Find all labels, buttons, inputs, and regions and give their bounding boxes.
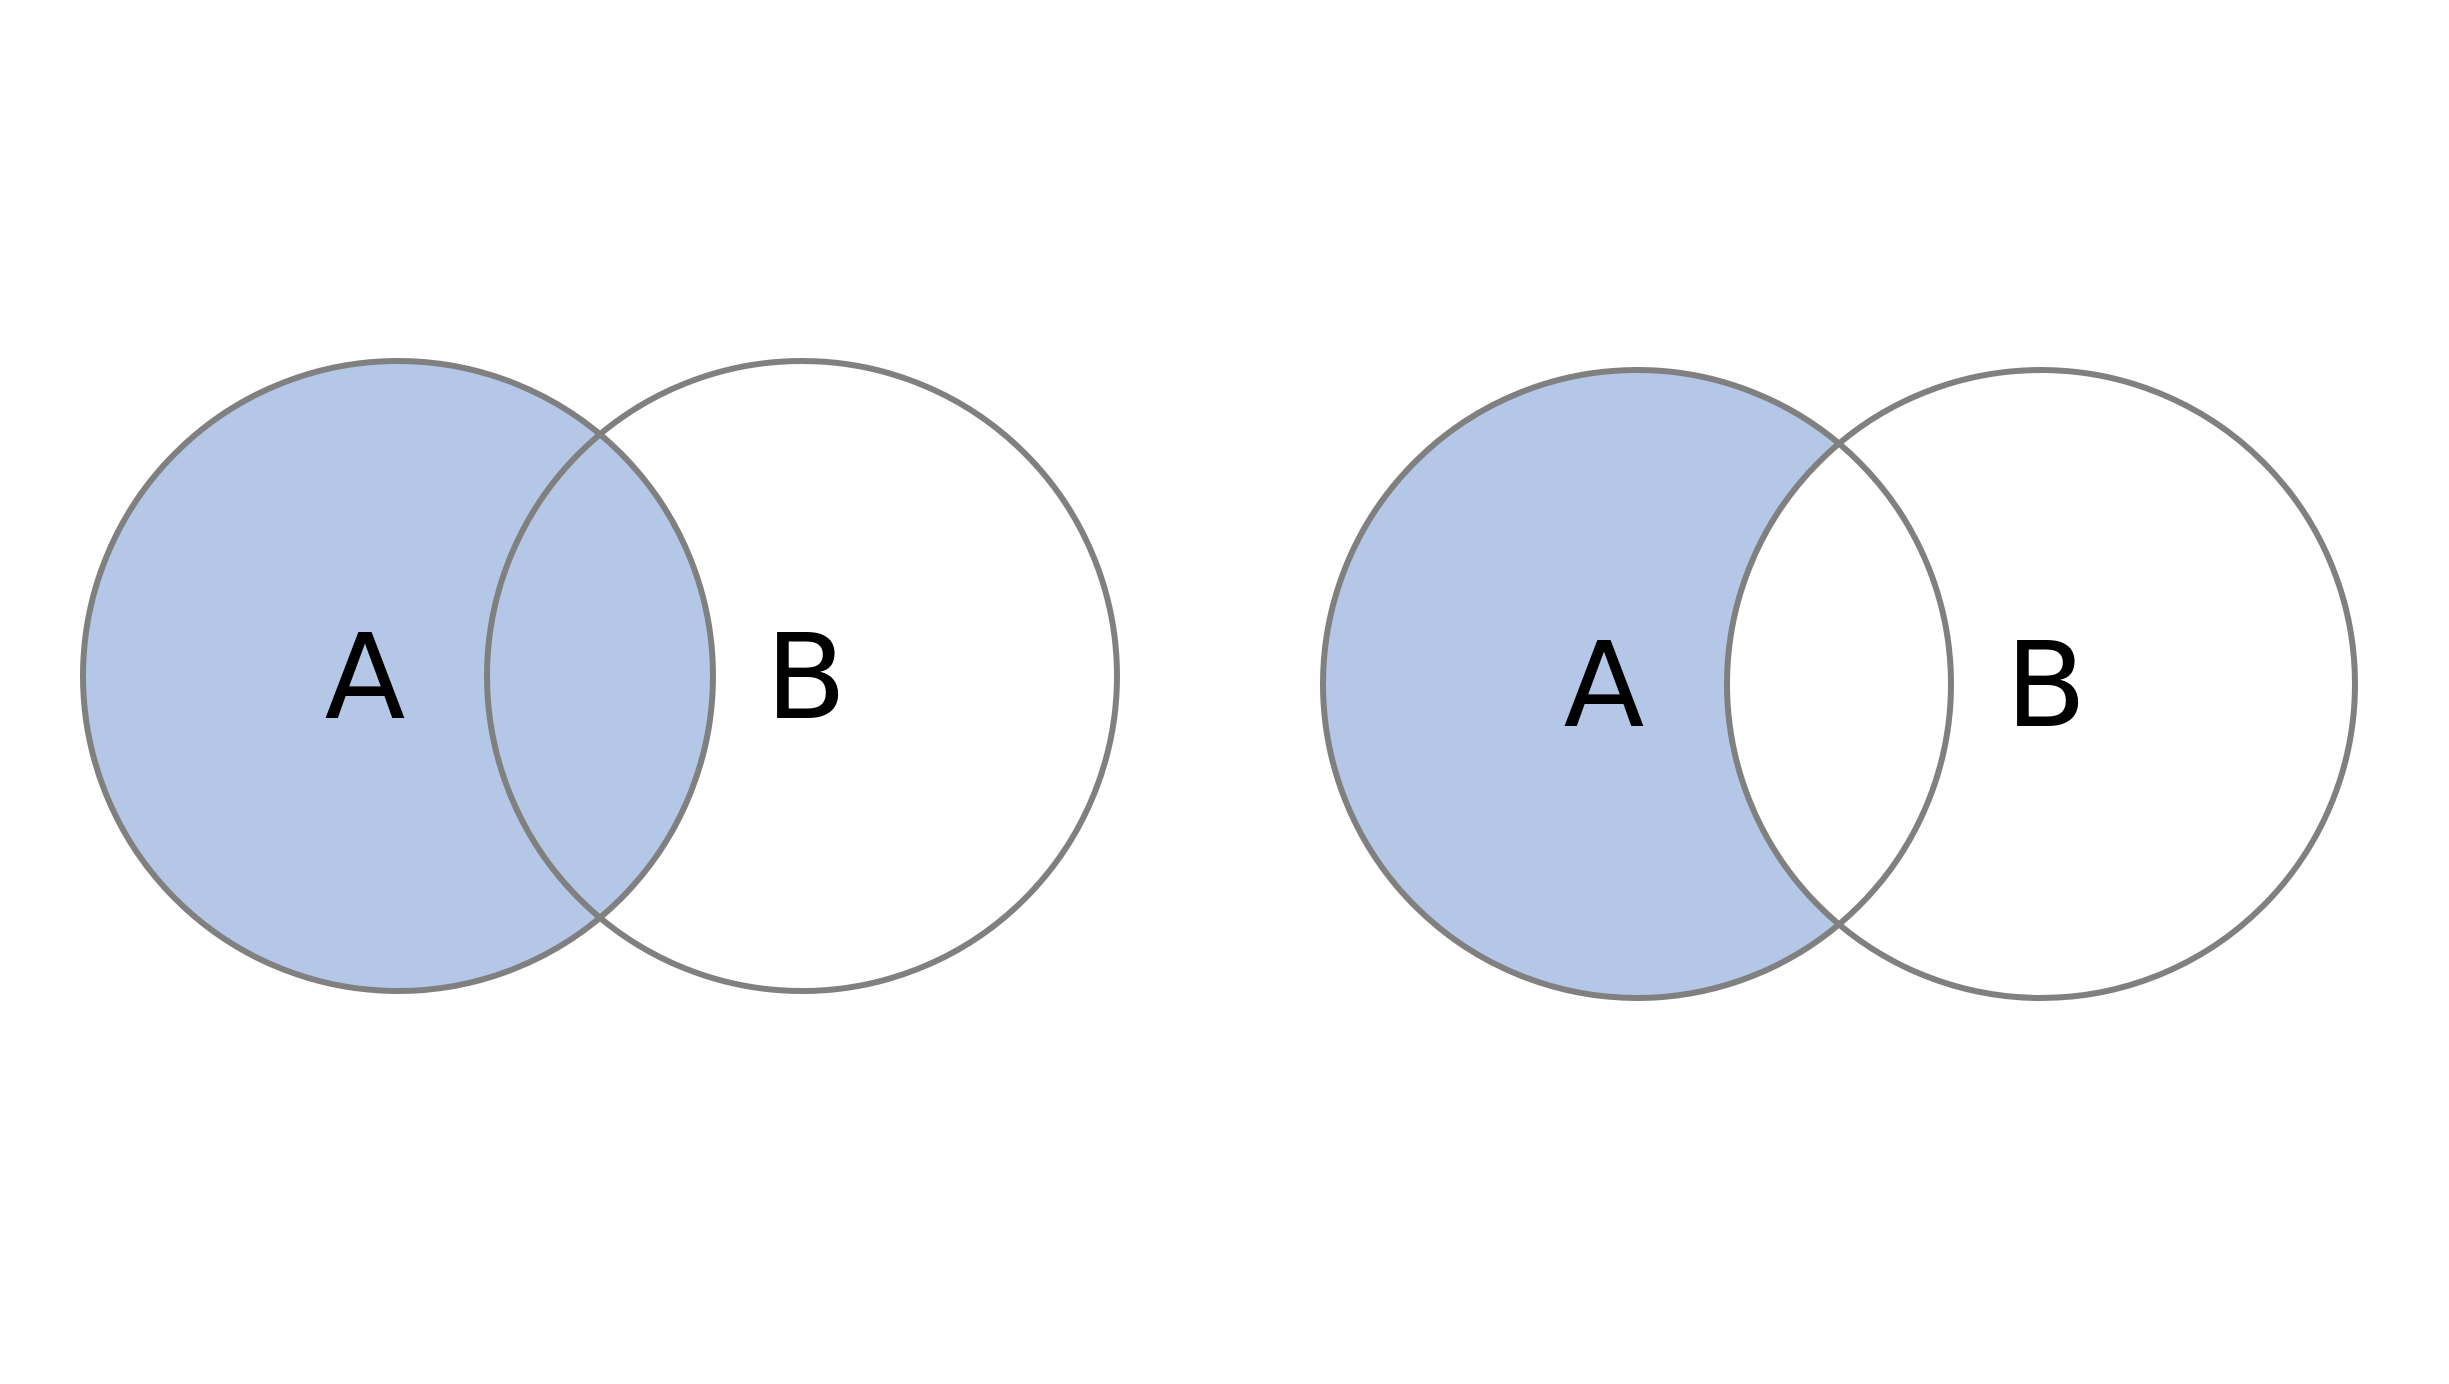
venn2-circle-b-outline bbox=[1724, 367, 2358, 1001]
venn2-intersection-clear bbox=[1727, 370, 1951, 998]
venn1-label-a: A bbox=[325, 608, 406, 746]
venn2-label-b: B bbox=[2006, 616, 2087, 754]
venn-diagram-set-a: A B bbox=[80, 358, 1120, 994]
venn1-label-b: B bbox=[766, 608, 847, 746]
venn2-circle-a-outline bbox=[1320, 367, 1954, 1001]
venn1-circle-a-outline bbox=[80, 358, 716, 994]
venn1-circle-a bbox=[83, 361, 713, 991]
venn1-circle-b-outline bbox=[484, 358, 1120, 994]
venn2-label-a: A bbox=[1564, 616, 1645, 754]
venn-diagram-a-minus-b: A B bbox=[1320, 367, 2358, 1001]
